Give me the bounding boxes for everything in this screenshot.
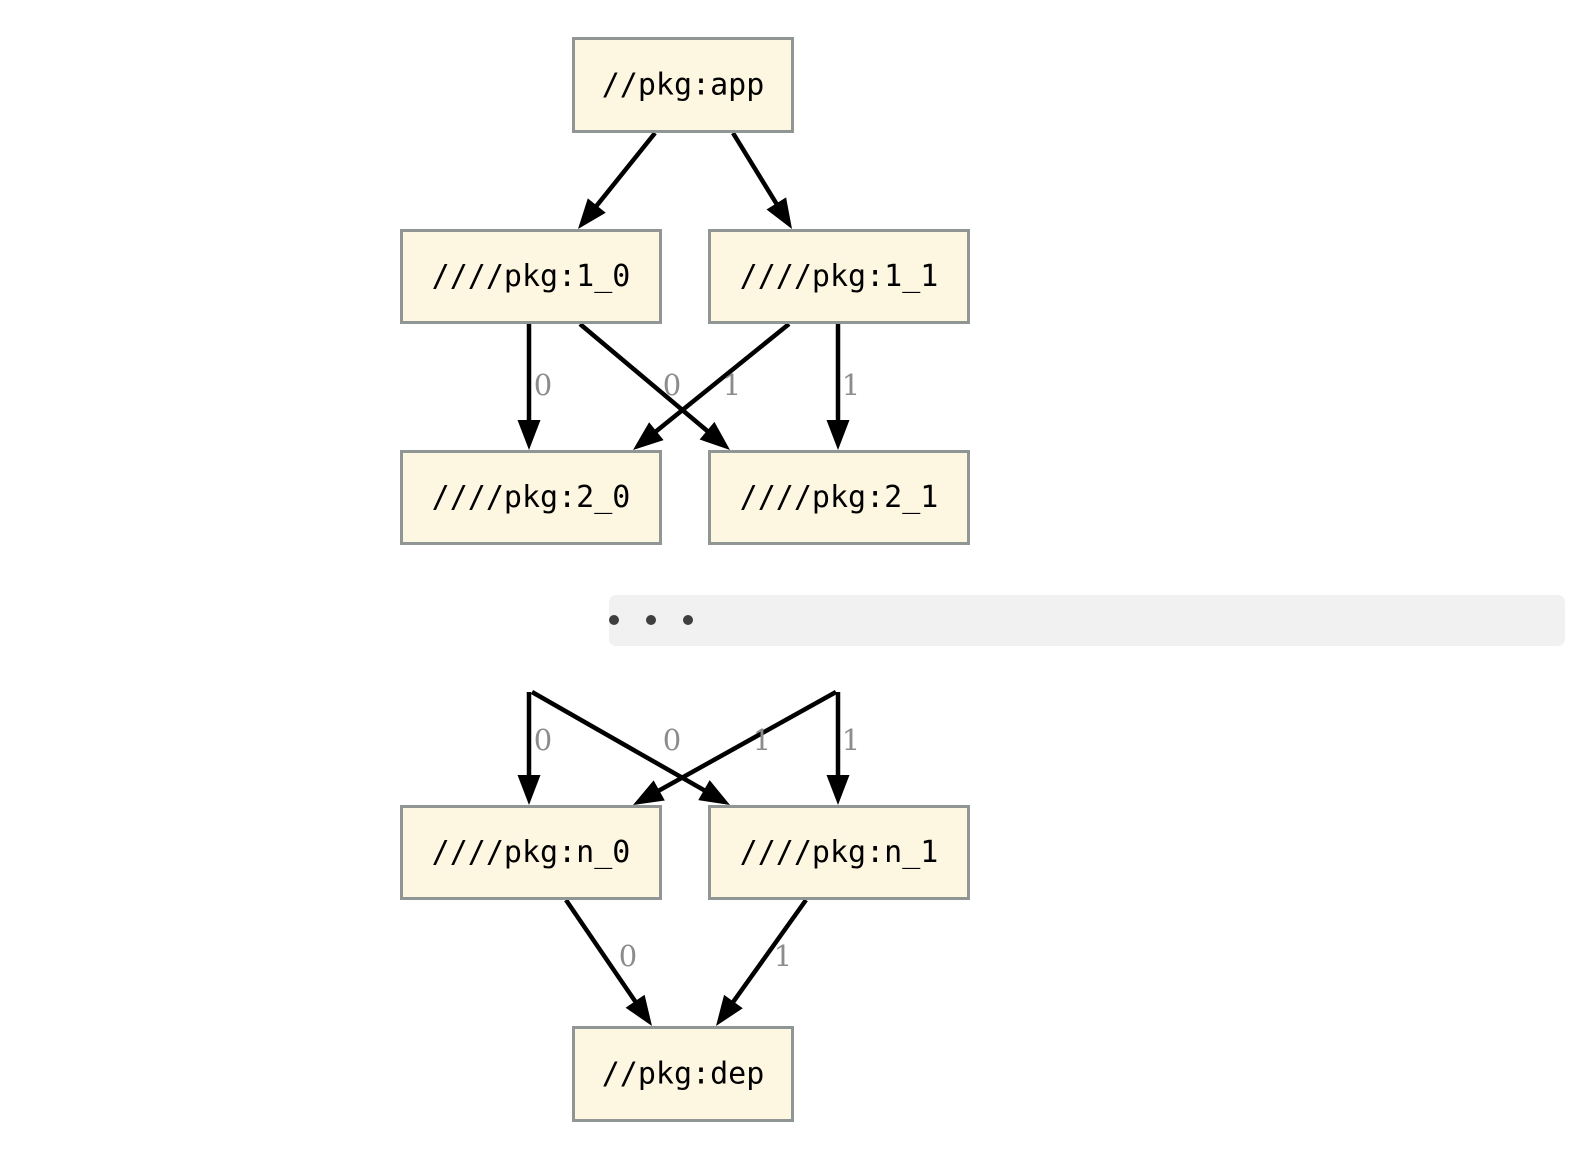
edge-line: [731, 131, 783, 212]
ellipsis-dot: [609, 615, 619, 625]
node-label: ////pkg:n_0: [432, 835, 631, 870]
node-label: ////pkg:1_1: [740, 259, 939, 294]
edge-label: 0: [619, 939, 637, 973]
node-label: ////pkg:2_0: [432, 480, 631, 515]
node-box[interactable]: [400, 805, 662, 900]
edge-label: 1: [753, 723, 771, 757]
edge-label: 1: [842, 368, 860, 402]
edge-arrowhead: [826, 775, 850, 805]
node-box[interactable]: [708, 450, 970, 545]
edge-label: 0: [663, 368, 681, 402]
edge-arrowhead: [766, 197, 792, 229]
edge-label: 0: [534, 723, 552, 757]
edge-arrowhead: [517, 420, 541, 450]
node-box[interactable]: [572, 1026, 794, 1122]
edge-label: 1: [842, 723, 860, 757]
edge-arrowhead: [699, 421, 730, 450]
edge-line: [648, 322, 791, 438]
edge-line: [564, 898, 642, 1010]
node-label: ////pkg:n_1: [740, 835, 939, 870]
edge-arrowhead: [633, 780, 665, 805]
node-box[interactable]: [400, 450, 662, 545]
edge-label: 1: [774, 939, 792, 973]
graph-node-nn_1[interactable]: ////pkg:n_1: [708, 805, 970, 900]
node-label: //pkg:dep: [602, 1057, 765, 1092]
edge-arrowhead: [633, 422, 664, 450]
node-box[interactable]: [708, 805, 970, 900]
nodes-layer: //pkg:app ////pkg:1_0 ////pkg:1_1 ////pkg:2…: [400, 37, 970, 1122]
graph-node-dep[interactable]: //pkg:dep: [572, 1026, 794, 1122]
node-label: //pkg:app: [602, 68, 765, 103]
edge-arrowhead: [578, 198, 606, 229]
edge-arrowhead: [698, 780, 730, 805]
edge-labels-layer: 0 0 1 1 0 0 1 1 0 1: [534, 368, 860, 973]
ellipsis-dot: [646, 615, 656, 625]
graph-node-n1_1[interactable]: ////pkg:1_1: [708, 229, 970, 324]
graph-node-app[interactable]: //pkg:app: [572, 37, 794, 133]
graph-node-n2_1[interactable]: ////pkg:2_1: [708, 450, 970, 545]
node-label: ////pkg:2_1: [740, 480, 939, 515]
edge-arrowhead: [625, 994, 652, 1026]
ellipsis-separator: [609, 595, 1565, 646]
edge-line: [590, 131, 657, 214]
node-box[interactable]: [572, 37, 794, 133]
graph-node-nn_0[interactable]: ////pkg:n_0: [400, 805, 662, 900]
edge-arrowhead: [716, 994, 743, 1026]
edge-line: [578, 322, 715, 438]
node-label: ////pkg:1_0: [432, 259, 631, 294]
node-box[interactable]: [708, 229, 970, 324]
edge-line: [651, 690, 838, 797]
edge-arrowhead: [826, 420, 850, 450]
edge-label: 1: [723, 368, 741, 402]
node-box[interactable]: [400, 229, 662, 324]
graph-node-n2_0[interactable]: ////pkg:2_0: [400, 450, 662, 545]
ellipsis-band: [609, 595, 1565, 646]
edge-line: [726, 898, 808, 1010]
edge-label: 0: [663, 723, 681, 757]
ellipsis-dot: [683, 615, 693, 625]
edge-arrowhead: [517, 775, 541, 805]
edge-label: 0: [534, 368, 552, 402]
graph-node-n1_0[interactable]: ////pkg:1_0: [400, 229, 662, 324]
edges-layer: [517, 131, 850, 1026]
